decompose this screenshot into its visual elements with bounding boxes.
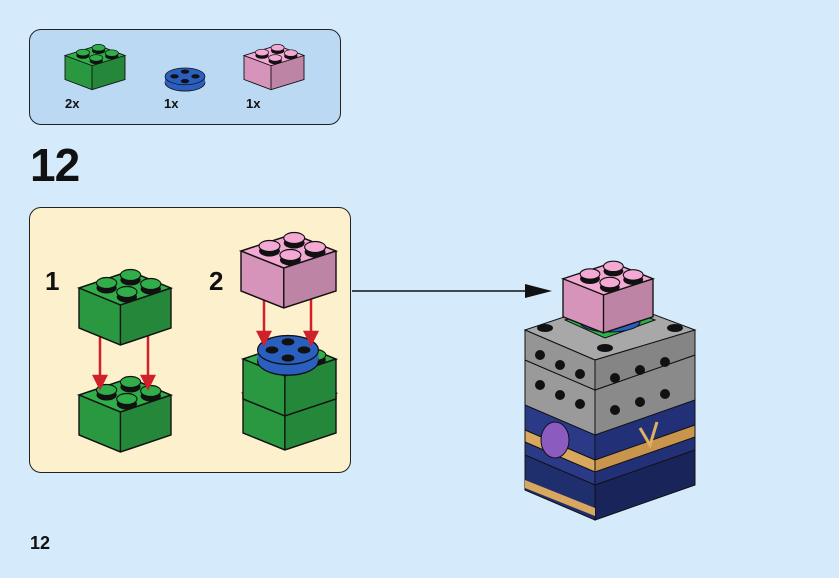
substep1-top-green-brick (79, 270, 171, 346)
substep-label-1: 1 (45, 266, 60, 296)
substep2-pink-brick (241, 233, 336, 309)
blue-round-plate-icon (164, 67, 206, 92)
parts-list-box: 2x 1x 1x (29, 29, 341, 125)
part-qty-blue: 1x (164, 96, 179, 111)
green-brick-2x2-icon (65, 40, 125, 95)
step-box: 1 2 (29, 207, 351, 473)
substep-label-2: 2 (209, 266, 224, 296)
page-number: 12 (30, 533, 51, 553)
substep1-bottom-green-brick (79, 377, 171, 453)
placement-arrow (352, 284, 552, 298)
pink-brick-2x2-icon (244, 40, 304, 95)
substep2-arrows (255, 298, 320, 347)
substep1-arrows (91, 336, 157, 391)
assembled-model (523, 250, 697, 521)
part-qty-pink: 1x (246, 96, 261, 111)
step-number: 12 (30, 139, 80, 191)
part-qty-green: 2x (65, 96, 80, 111)
substep-illustrations (30, 208, 350, 472)
